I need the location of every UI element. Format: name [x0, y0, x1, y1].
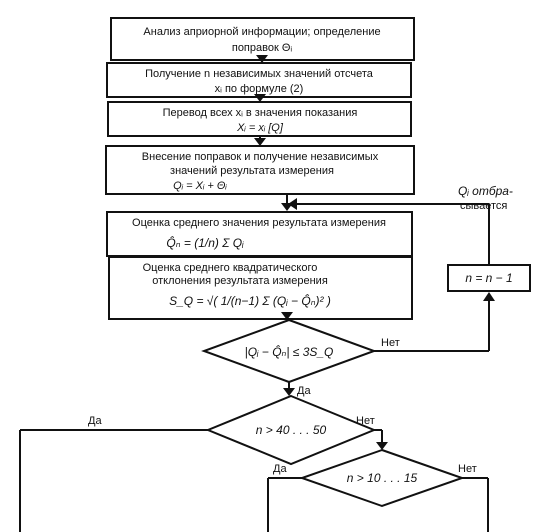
box-obtain-readings-line-2: xᵢ по формуле (2): [215, 83, 304, 95]
arrow-b1-b2: [256, 55, 268, 63]
box-convert-readings-line-1: Перевод всех xᵢ в значения показания: [163, 107, 358, 119]
label-d1-no: Нет: [381, 337, 400, 349]
decision-outlier-check: |Qᵢ − Q̂ₙ| ≤ 3S_Q: [201, 318, 377, 384]
discard-label-line-1: Qᵢ отбра-: [458, 184, 513, 198]
box-apply-corrections-line-2: значений результата измерения: [170, 165, 334, 177]
arrow-b3-b4: [254, 138, 266, 146]
box-decrement-n-label: n = n − 1: [465, 271, 512, 285]
box-mean-estimate-line-2: Q̂ₙ = (1/n) Σ Qᵢ: [166, 235, 244, 250]
box-std-estimate-line-1: Оценка среднего квадратического: [143, 262, 318, 274]
decision-n-gt-10-15: n > 10 . . . 15: [298, 448, 466, 508]
box-std-estimate-line-3: S_Q = √( 1/(n−1) Σ (Qᵢ − Q̂ₙ)² ): [169, 293, 331, 308]
box-std-estimate-line-2: отклонения результата измерения: [152, 275, 328, 287]
box-apriori-analysis-line-2: поправок Θᵢ: [232, 42, 293, 54]
label-d2-no: Нет: [356, 415, 375, 427]
arrow-b2-b3: [254, 94, 266, 102]
box-apriori-analysis: Анализ априорной информации; определение…: [110, 17, 415, 61]
box-obtain-readings-line-1: Получение n независимых значений отсчета: [145, 68, 374, 80]
label-d3-yes: Да: [273, 463, 287, 475]
label-d2-yes: Да: [88, 415, 102, 427]
box-apply-corrections: Внесение поправок и получение независимы…: [105, 145, 415, 195]
box-obtain-readings: Получение n независимых значений отсчета…: [106, 62, 412, 98]
label-d1-yes: Да: [297, 385, 311, 397]
box-apriori-analysis-line-1: Анализ априорной информации; определение: [143, 26, 380, 38]
box-mean-estimate-line-1: Оценка среднего значения результата изме…: [132, 217, 386, 229]
box-apply-corrections-line-1: Внесение поправок и получение независимы…: [142, 151, 379, 163]
decision-outlier-check-label: |Qᵢ − Q̂ₙ| ≤ 3S_Q: [245, 344, 334, 359]
arrow-d1-no: [483, 292, 495, 301]
decision-n-gt-40-50-label: n > 40 . . . 50: [256, 423, 327, 437]
decision-n-gt-10-15-label: n > 10 . . . 15: [347, 471, 418, 485]
label-d3-no: Нет: [458, 463, 477, 475]
box-convert-readings: Перевод всех xᵢ в значения показания Xᵢ …: [107, 101, 412, 137]
arrow-feedback-merge: [288, 198, 297, 210]
box-apply-corrections-line-3: Qᵢ = Xᵢ + Θᵢ: [173, 180, 227, 192]
arrow-d2-d3: [376, 442, 388, 450]
box-convert-readings-line-2: Xᵢ = xᵢ [Q]: [236, 122, 284, 134]
connectors: [19, 55, 495, 532]
box-decrement-n: n = n − 1: [447, 264, 531, 292]
arrow-b6-d1: [281, 312, 293, 320]
box-mean-estimate: Оценка среднего значения результата изме…: [106, 211, 413, 257]
box-std-estimate: Оценка среднего квадратического отклонен…: [108, 256, 413, 320]
discard-label-line-2: сывается: [460, 200, 507, 212]
decision-n-gt-40-50: n > 40 . . . 50: [205, 394, 377, 466]
arrow-d1-d2: [283, 388, 295, 396]
